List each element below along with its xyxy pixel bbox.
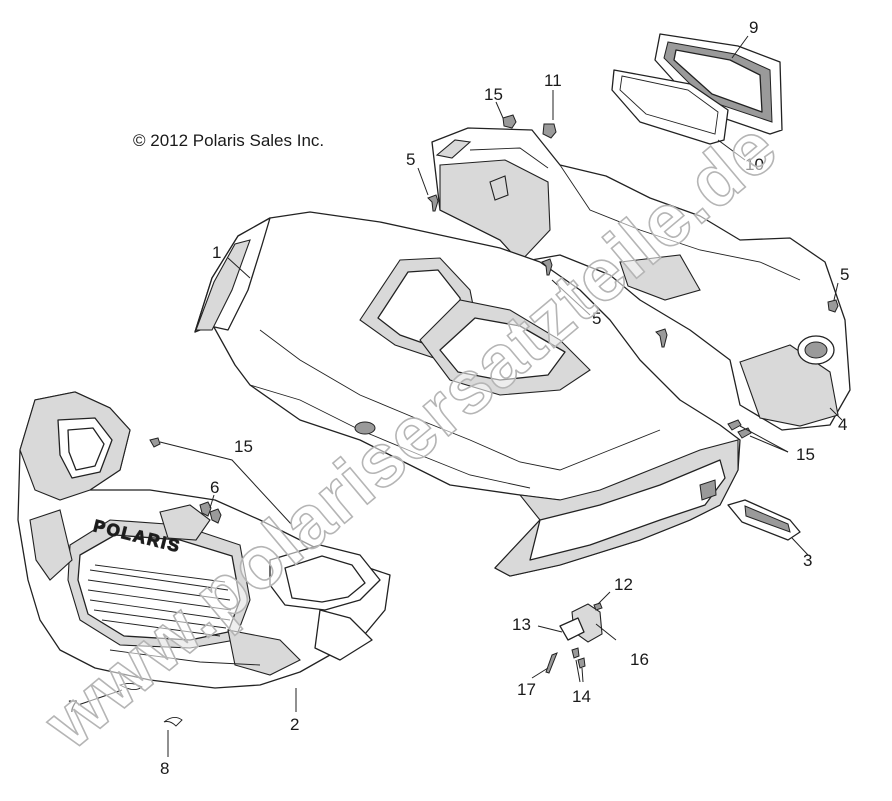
grab-handle-part-3	[727, 499, 801, 541]
screw-part-5a	[427, 194, 439, 212]
grille-slats	[87, 564, 232, 637]
callout-1: 1	[212, 243, 221, 262]
gauge-gasket-part-10	[611, 69, 729, 145]
clip-part-8	[163, 717, 183, 727]
callout-6: 6	[210, 478, 219, 497]
callout-14: 14	[572, 687, 591, 706]
screw-part-5d	[827, 299, 839, 313]
clip-part-15b	[149, 437, 161, 448]
screw-part-12	[593, 602, 603, 611]
callout-15c: 15	[796, 445, 815, 464]
callout-4: 4	[838, 415, 847, 434]
callout-15b: 15	[234, 437, 253, 456]
callout-numbers: 1 2 3 4 5 5 5 6 7 8 9 10 11 12 13 14 15 …	[68, 18, 849, 778]
nut-part-11	[542, 123, 557, 139]
leader-lines	[77, 35, 843, 757]
callout-15a: 15	[484, 85, 503, 104]
callout-9: 9	[749, 18, 758, 37]
screw-part-14b	[577, 657, 586, 669]
clip-part-15d	[737, 427, 752, 439]
callout-5c: 5	[840, 265, 849, 284]
callout-7: 7	[68, 697, 77, 716]
callout-5a: 5	[406, 150, 415, 169]
callout-5b: 5	[592, 309, 601, 328]
callout-11: 11	[544, 71, 562, 90]
gauge-bezel-part-9	[654, 33, 783, 135]
callout-10: 10	[745, 155, 764, 174]
dash-panel-part-4	[431, 127, 851, 431]
clip-part-7	[118, 682, 143, 690]
bracket-part-13	[559, 617, 585, 641]
copyright-notice: © 2012 Polaris Sales Inc.	[133, 131, 325, 150]
callout-13: 13	[512, 615, 531, 634]
front-fascia-part-2	[17, 391, 391, 689]
screw-part-5b	[541, 258, 553, 276]
hood-part-1	[194, 211, 741, 577]
clip-part-15c	[727, 419, 742, 431]
callout-8: 8	[160, 759, 169, 778]
screw-part-6b	[209, 508, 222, 524]
screw-part-5c	[655, 328, 668, 348]
callout-2: 2	[290, 715, 299, 734]
callout-12: 12	[614, 575, 633, 594]
clip-part-15a	[502, 114, 517, 129]
callout-16: 16	[630, 650, 649, 669]
hardware-parts	[118, 114, 839, 727]
callout-17: 17	[517, 680, 536, 699]
callout-3: 3	[803, 551, 812, 570]
pin-part-17	[545, 652, 558, 674]
screw-part-14a	[571, 647, 580, 659]
